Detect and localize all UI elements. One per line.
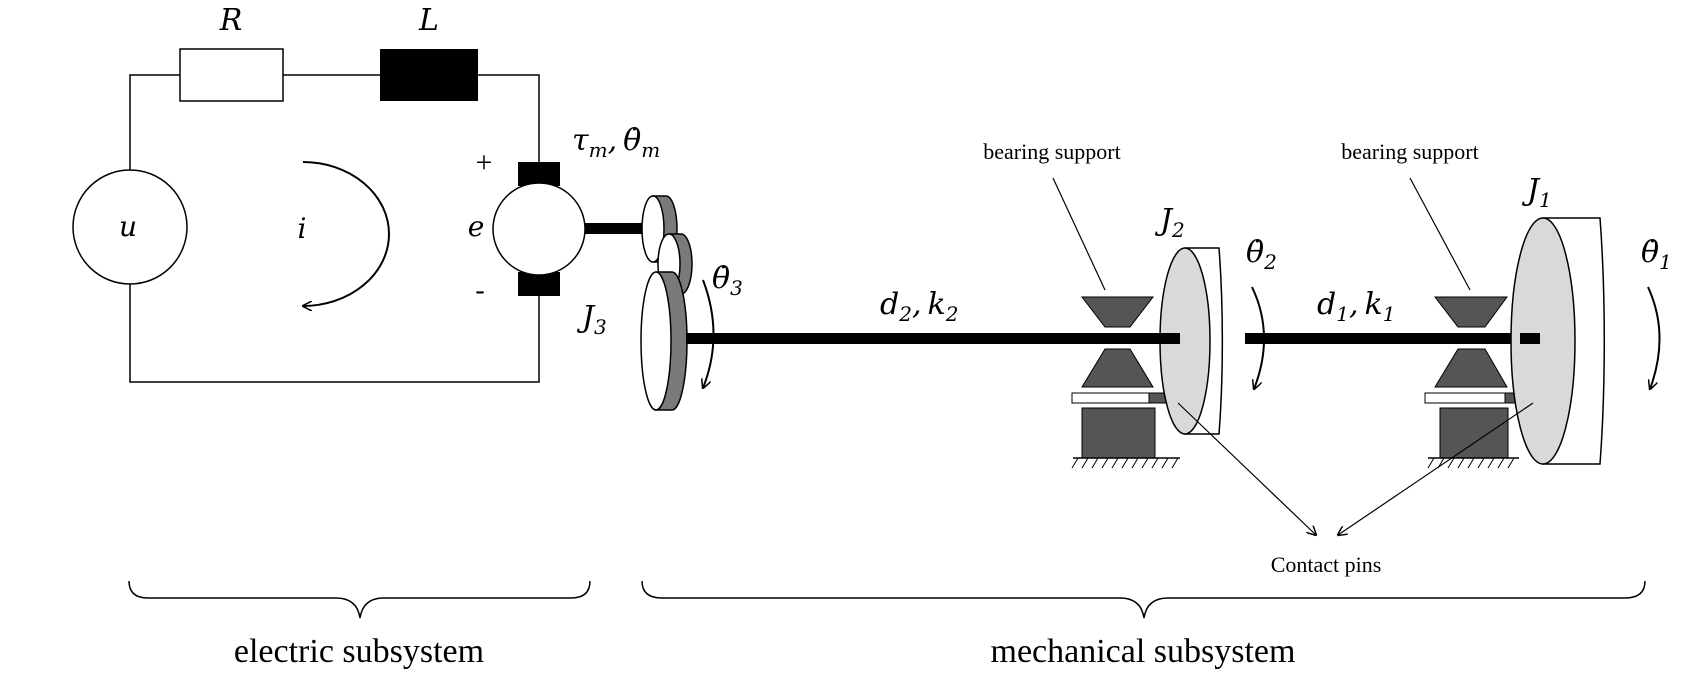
j2-label: J2 [1154, 203, 1185, 242]
inductor [380, 49, 478, 101]
shaft-1-label: d1,k1 [1317, 287, 1395, 326]
mechanical-brace [641, 580, 1646, 619]
voltage-source-label: u [119, 210, 137, 243]
disk-j1-face [1510, 217, 1576, 465]
current-label: i [298, 212, 307, 245]
resistor [179, 48, 284, 102]
electric-brace [128, 580, 591, 619]
current-loop-arrow [303, 161, 390, 306]
resistor-label: R [219, 3, 243, 38]
bearing-1-bottom [1434, 348, 1508, 388]
ground-hatch-1 [1427, 457, 1515, 469]
shaft-1 [1245, 333, 1540, 344]
shaft-2-label: d2,k2 [880, 287, 958, 326]
bearing-2-bottom [1081, 348, 1154, 388]
contact-pin-1 [1424, 392, 1506, 404]
plus-sign: + [476, 146, 493, 179]
motor-brush-bottom [518, 272, 560, 296]
circuit-wire-right-top [478, 74, 540, 162]
motor [492, 182, 586, 276]
j1-label: J1 [1521, 173, 1552, 212]
j3-label: J3 [576, 300, 607, 339]
disk-j2 [1159, 247, 1224, 435]
motor-label-separator: , [608, 123, 618, 158]
theta-m-subscript: m [641, 138, 660, 162]
motor-label: τm,θ̇m [572, 123, 660, 162]
bearing-2-base [1081, 407, 1156, 459]
minus-sign: - [475, 275, 484, 306]
circuit-wire-bottom [129, 284, 540, 383]
tau-subscript: m [589, 138, 608, 162]
shaft-2 [686, 333, 1180, 344]
gear-large-face [640, 271, 672, 411]
theta1-arrow [1647, 286, 1661, 389]
theta2-label: θ̇2 [1246, 235, 1277, 274]
voltage-source [72, 169, 188, 285]
motor-brush-top [518, 162, 560, 186]
inductor-label: L [418, 3, 439, 38]
theta3-label: θ̇3 [712, 261, 743, 300]
bearing-1-label: bearing support [1341, 139, 1478, 164]
bearing-1-leader [1409, 177, 1471, 291]
emf-label: e [468, 210, 485, 243]
gear-top-face [641, 195, 665, 263]
bearing-1-top [1433, 296, 1508, 328]
shaft-1-end [1520, 333, 1540, 344]
motor-shaft [585, 223, 643, 234]
bearing-2-label: bearing support [983, 139, 1120, 164]
bearing-2-leader [1052, 177, 1106, 291]
disk-j1 [1510, 217, 1606, 465]
theta1-label: θ̇1 [1641, 235, 1672, 274]
bearing-2-top [1080, 296, 1155, 328]
bearing-support-2 [1071, 296, 1180, 469]
bearing-1-base [1439, 407, 1509, 459]
contact-arrow-2 [1177, 402, 1316, 535]
mechanical-subsystem-label: mechanical subsystem [991, 633, 1296, 670]
tau-symbol: τ [572, 123, 589, 158]
contact-arrow-1 [1338, 402, 1534, 535]
ground-hatch-2 [1071, 457, 1179, 469]
contact-pin-2 [1071, 392, 1150, 404]
contact-pins-label: Contact pins [1271, 552, 1382, 577]
gear-j3 [640, 195, 693, 411]
electric-subsystem-label: electric subsystem [234, 633, 484, 670]
shaft-2-end [1160, 333, 1180, 344]
theta-m-symbol: θ̇ [623, 123, 641, 158]
circuit [129, 74, 540, 383]
circuit-wire-left-top [129, 74, 180, 170]
